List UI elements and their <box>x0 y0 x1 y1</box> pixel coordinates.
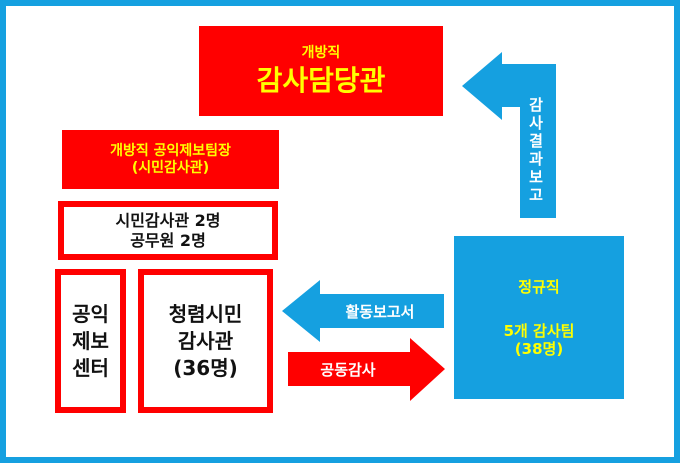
center-line3: 센터 <box>72 355 109 380</box>
audit-report-arrow <box>462 52 556 218</box>
audit-report-char-4: 과 <box>529 150 543 168</box>
whistleblower-team-leader-box: 개방직 공익제보팀장 (시민감사관) <box>62 130 279 189</box>
center-line2: 제보 <box>72 328 109 353</box>
center-line1: 공익 <box>72 301 109 326</box>
activity-report-label: 활동보고서 <box>345 302 415 321</box>
staff-line1: 시민감사관 2명 <box>115 211 221 231</box>
whistleblower-center-box: 공익 제보 센터 <box>55 269 126 413</box>
head-auditor-box: 개방직 감사담당관 <box>199 26 443 116</box>
activity-report-arrow <box>282 280 444 342</box>
regular-audit-teams-box: 정규직 5개 감사팀 (38명) <box>454 236 624 399</box>
citizen-auditors-line2: 감사관 <box>177 328 234 353</box>
regular-line1: 5개 감사팀 <box>503 321 575 340</box>
team-leader-line2: (시민감사관) <box>131 159 210 176</box>
head-auditor-title: 감사담당관 <box>256 63 386 97</box>
audit-report-char-1: 감 <box>529 96 543 114</box>
staff-line2: 공무원 2명 <box>130 230 206 250</box>
team-leader-line1: 개방직 공익제보팀장 <box>110 142 231 159</box>
audit-report-char-2: 사 <box>529 114 543 132</box>
joint-audit-label: 공동감사 <box>320 360 376 379</box>
citizen-auditors-box: 청렴시민 감사관 (36명) <box>138 269 273 413</box>
regular-line2: (38명) <box>514 339 564 358</box>
audit-report-char-3: 결 <box>529 132 543 150</box>
joint-audit-arrow <box>288 338 445 401</box>
audit-report-char-6: 고 <box>529 186 543 204</box>
citizen-auditors-line1: 청렴시민 <box>168 301 243 326</box>
citizen-auditors-line3: (36명) <box>173 355 238 380</box>
audit-report-char-5: 보 <box>529 168 543 186</box>
audit-report-label: 감 사 결 과 보 고 <box>520 84 552 216</box>
staff-box: 시민감사관 2명 공무원 2명 <box>58 201 278 260</box>
regular-title: 정규직 <box>518 277 560 296</box>
head-auditor-subtitle: 개방직 <box>301 44 341 61</box>
